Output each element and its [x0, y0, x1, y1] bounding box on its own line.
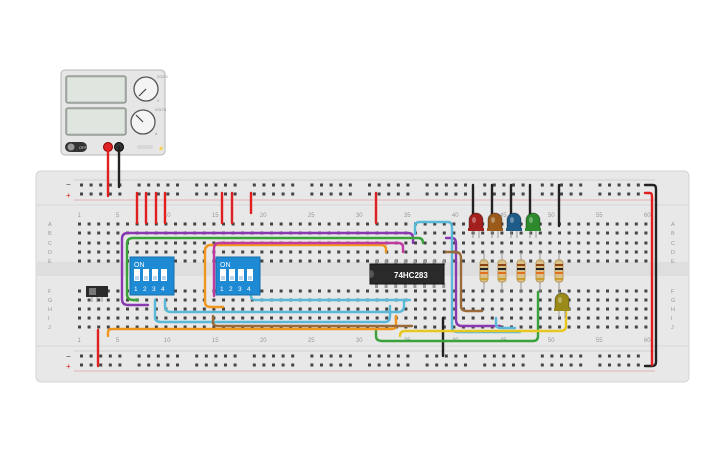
ic-74hc283[interactable]: 74HC283: [369, 260, 446, 288]
row-letter: C: [48, 241, 52, 247]
col-number-bottom: 15: [212, 338, 219, 344]
col-number-top: 5: [116, 213, 120, 219]
knob2-unit: A: [155, 132, 158, 136]
col-number-top: 20: [260, 213, 267, 219]
wire-purple-right: [444, 236, 502, 328]
col-number-bottom: 50: [548, 338, 555, 344]
dip2-on-label: ON: [220, 262, 231, 269]
wire-purple-top: [120, 231, 415, 307]
rail-sign: +: [66, 191, 71, 200]
wire-lightblue-led: [494, 316, 517, 330]
wire-red-rail: [643, 191, 654, 367]
dip1-pos2: 2: [143, 286, 147, 293]
col-number-top: 45: [500, 213, 507, 219]
led-red[interactable]: [468, 212, 484, 231]
wire-yellow: [398, 310, 568, 338]
rail-sign: −: [66, 352, 71, 361]
row-letter: J: [671, 325, 674, 331]
col-number-top: 10: [164, 213, 171, 219]
led-green[interactable]: [525, 212, 541, 231]
rail-sign: +: [66, 362, 71, 371]
row-letter: I: [48, 316, 50, 322]
svg-text:⚡: ⚡: [158, 145, 164, 152]
col-number-top: 35: [404, 213, 411, 219]
knob2-label: VOLTS: [155, 108, 167, 112]
row-letter: D: [671, 250, 675, 256]
led-yellow[interactable]: [554, 292, 570, 311]
dip1-pos3: 3: [152, 286, 156, 293]
col-number-top: 55: [596, 213, 603, 219]
dip1-on-label: ON: [134, 262, 145, 269]
row-letter: A: [48, 222, 52, 228]
row-letter: F: [671, 289, 675, 295]
row-letter: D: [48, 250, 52, 256]
knob1-unit: V: [157, 99, 160, 103]
row-letter: E: [671, 259, 675, 265]
col-number-top: 40: [452, 213, 459, 219]
col-number-top: 30: [356, 213, 363, 219]
col-number-bottom: 1: [78, 338, 82, 344]
wire-lightblue-2: [153, 298, 392, 324]
dip-toggle[interactable]: [161, 269, 167, 281]
wire-orange-top: [203, 243, 388, 309]
dip1-pos1: 1: [134, 286, 138, 293]
col-number-bottom: 55: [596, 338, 603, 344]
wires[interactable]: [96, 145, 658, 368]
dip2-pos3: 3: [238, 286, 242, 293]
col-number-bottom: 5: [116, 338, 120, 344]
resistors[interactable]: [479, 252, 564, 292]
row-letter: H: [48, 307, 52, 313]
dip2-pos2: 2: [229, 286, 233, 293]
slide-switch[interactable]: [86, 286, 108, 302]
row-letter: G: [671, 298, 675, 304]
row-letter: B: [48, 231, 52, 237]
row-letter: J: [48, 325, 51, 331]
col-number-bottom: 60: [644, 338, 651, 344]
wire-brown-2: [211, 314, 414, 328]
power-supply[interactable]: CC/CV V VOLTS A OFF ⚡: [60, 69, 169, 156]
col-number-top: 50: [548, 213, 555, 219]
col-number-bottom: 30: [356, 338, 363, 344]
dip2-pos4: 4: [247, 286, 251, 293]
row-letter: A: [671, 222, 675, 228]
wire-green-top: [125, 236, 425, 302]
wire-lightblue-3: [249, 292, 412, 302]
dip1-pos4: 4: [161, 286, 165, 293]
row-letter: C: [671, 241, 675, 247]
col-number-top: 25: [308, 213, 315, 219]
dip-toggle[interactable]: [143, 269, 149, 281]
dip2-pos1: 1: [220, 286, 224, 293]
chip-label: 74HC283: [394, 271, 428, 280]
power-switch-label: OFF: [79, 145, 88, 150]
rail-sign: −: [66, 180, 71, 189]
row-letter: E: [48, 259, 52, 265]
wire-green-bottom: [374, 290, 540, 343]
dip-toggle[interactable]: [134, 269, 140, 281]
led-blue[interactable]: [506, 212, 522, 231]
dip-toggle[interactable]: [220, 269, 226, 281]
wire-magenta: [212, 241, 405, 298]
row-letter: B: [671, 231, 675, 237]
row-letter: I: [671, 316, 673, 322]
wire-brown: [444, 250, 484, 313]
row-letter: G: [48, 298, 52, 304]
col-number-bottom: 20: [260, 338, 267, 344]
dip-toggle[interactable]: [238, 269, 244, 281]
col-number-bottom: 10: [164, 338, 171, 344]
row-letter: H: [671, 307, 675, 313]
row-letter: F: [48, 289, 52, 295]
led-orange[interactable]: [487, 212, 503, 231]
dip-toggle[interactable]: [152, 269, 158, 281]
dip-toggle[interactable]: [229, 269, 235, 281]
dip-toggle[interactable]: [247, 269, 253, 281]
leds[interactable]: [468, 212, 570, 318]
col-number-bottom: 25: [308, 338, 315, 344]
col-number-top: 15: [212, 213, 219, 219]
wire-lightblue-1: [163, 298, 406, 314]
col-number-top: 1: [78, 213, 82, 219]
wire-black-rail: [643, 183, 658, 368]
col-number-top: 60: [644, 213, 651, 219]
knob1-label: CC/CV: [157, 75, 169, 79]
